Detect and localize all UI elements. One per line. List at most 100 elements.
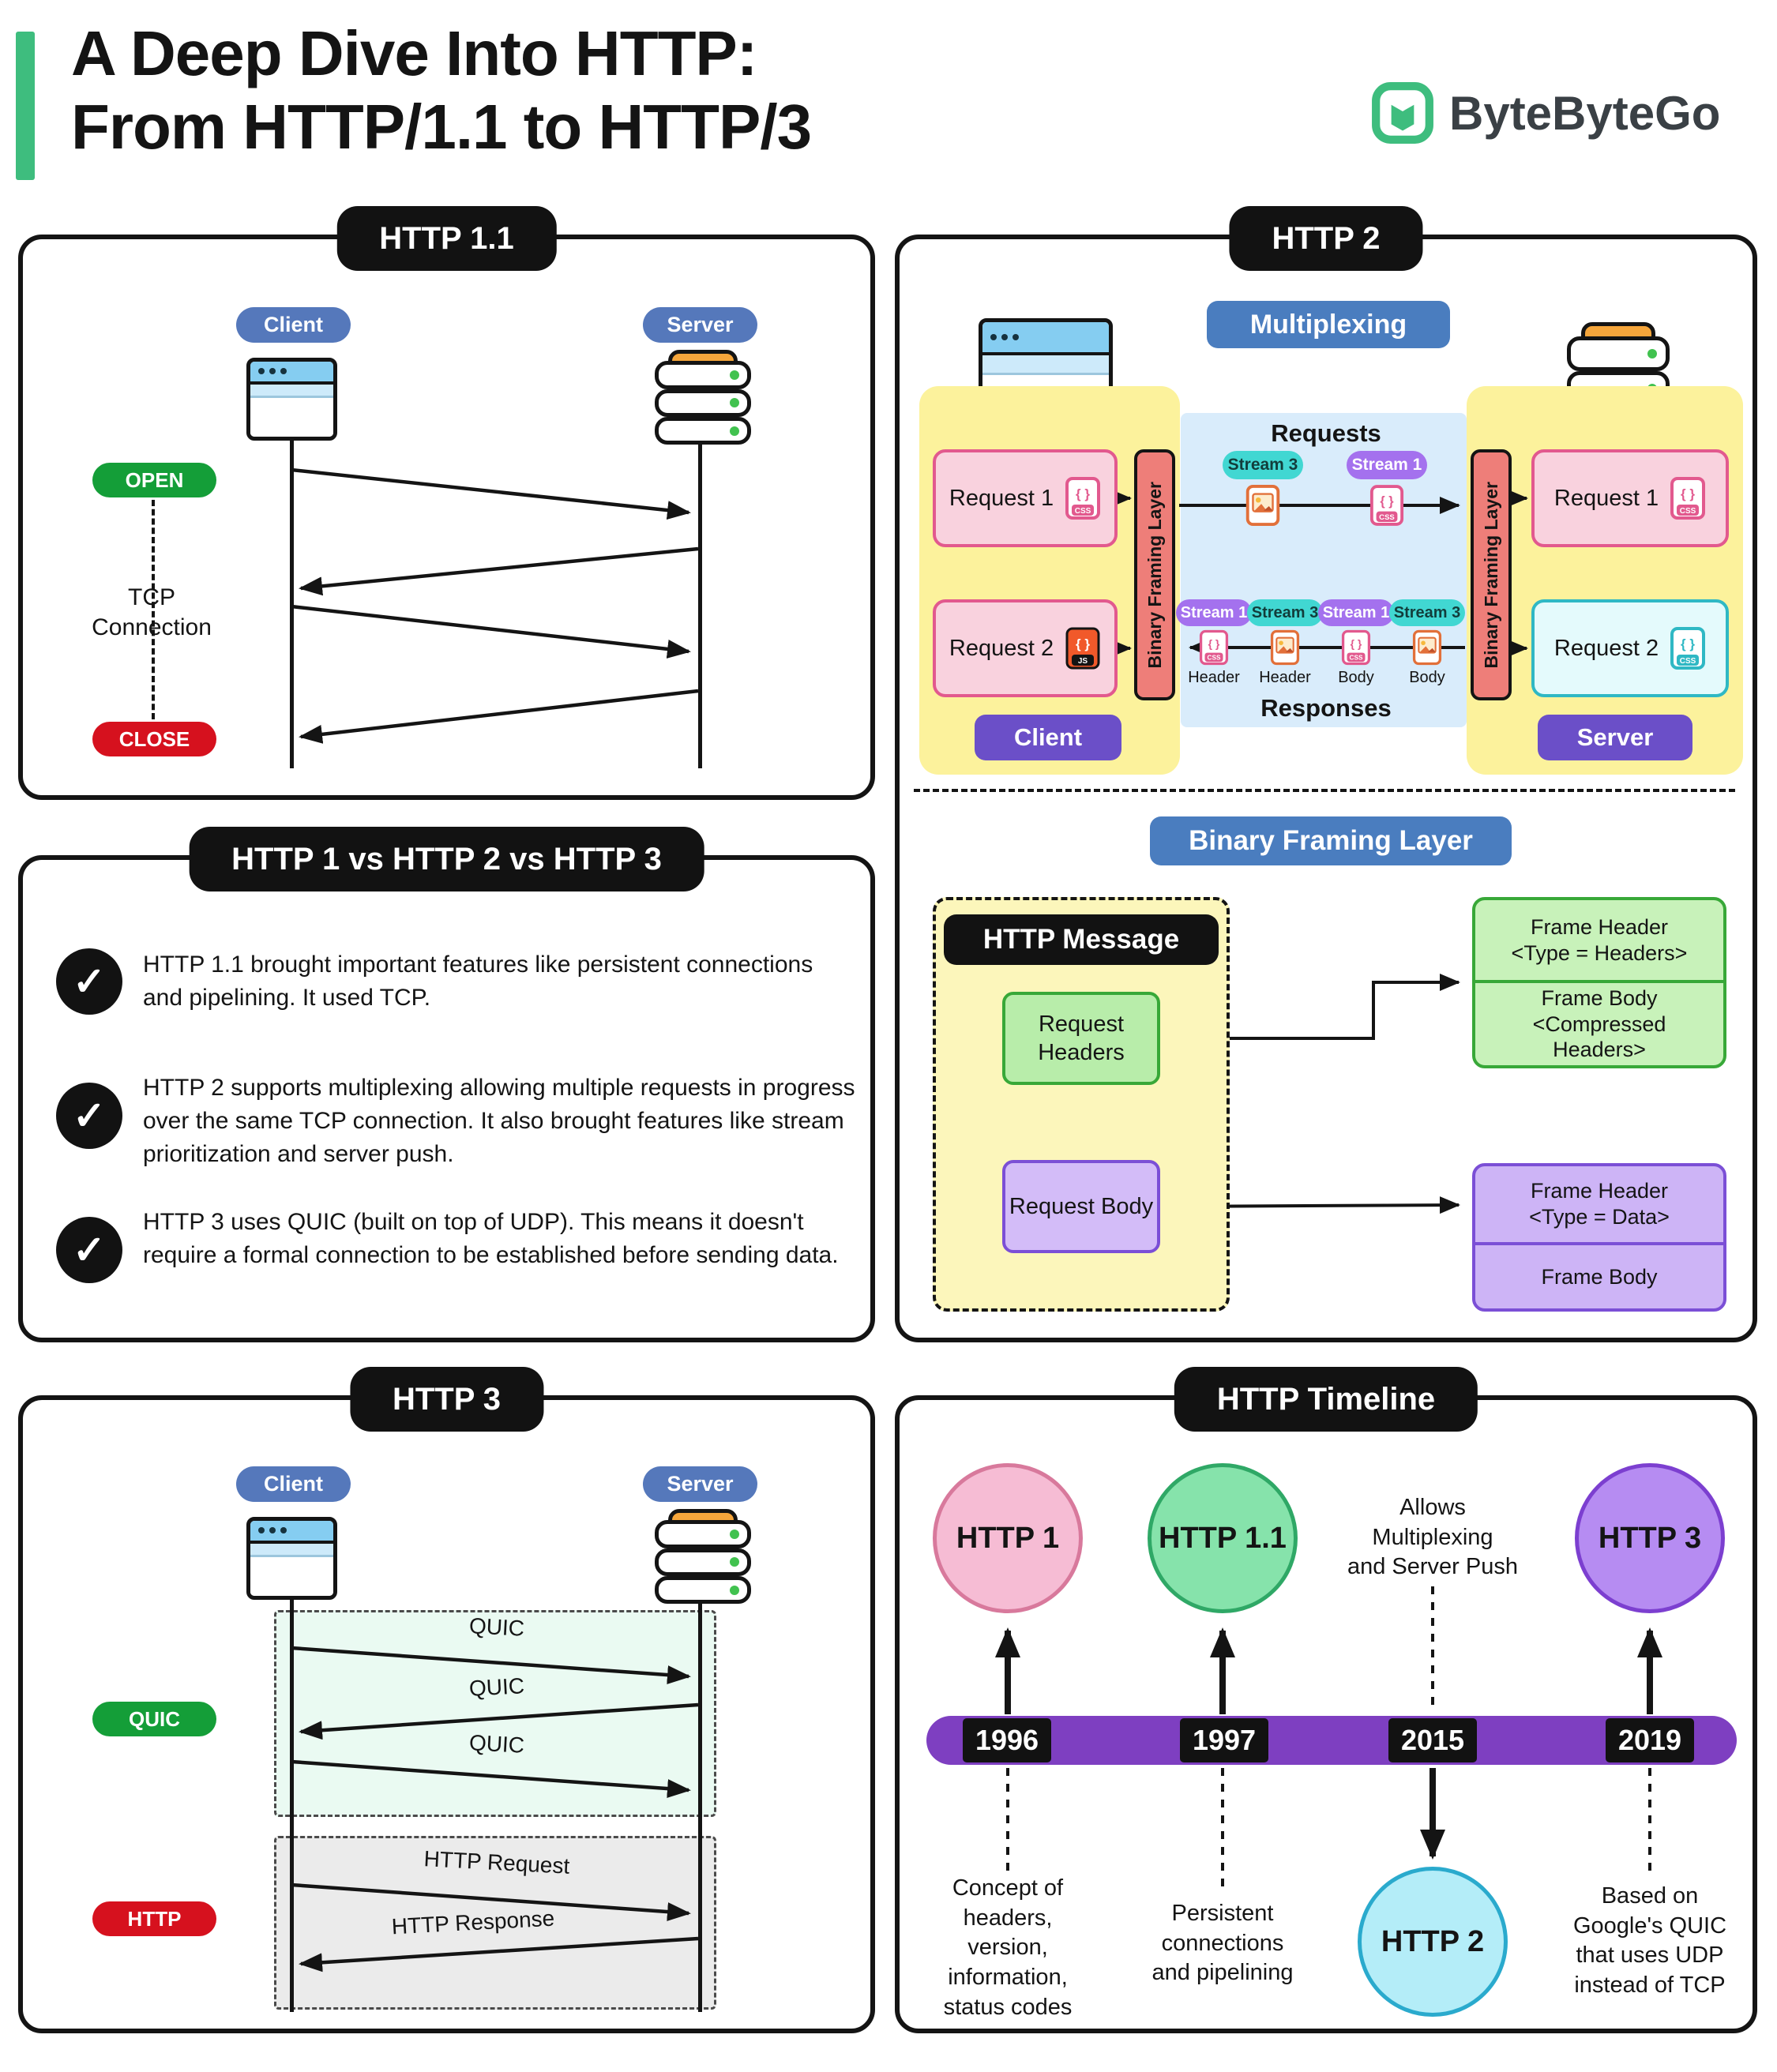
client-label: Client [236,307,351,343]
server-stack-icon [655,1509,751,1605]
check-icon: ✓ [56,1083,122,1149]
stream-pill: Stream 1 [1347,451,1427,479]
check-icon: ✓ [56,948,122,1015]
frame-body-cell: Frame Body [1541,1264,1658,1289]
image-file-icon [1270,629,1300,666]
brand-name: ByteByteGo [1449,86,1721,140]
frame-header-cell: Frame Header <Type = Data> [1475,1166,1723,1245]
client-browser-icon [246,1517,337,1600]
request-label: Request 2 [949,635,1054,661]
year-1997: 1997 [1180,1718,1268,1762]
binary-framing-layer-title: Binary Framing Layer [1150,816,1512,865]
request-label: Request 1 [1553,485,1659,511]
multiplexing-label: Multiplexing [1207,301,1450,348]
frame-header-cell: Frame Header <Type = Headers> [1475,900,1723,983]
panel-http11-title: HTTP 1.1 [336,206,557,271]
svg-text:CSS: CSS [1350,655,1363,662]
panel-http3-title: HTTP 3 [349,1367,544,1432]
client-browser-icon [246,358,337,441]
stream-pill: Stream 1 [1176,599,1252,626]
svg-text:{ }: { } [1681,636,1695,651]
svg-text:{ }: { } [1351,637,1362,650]
server-label: Server [643,1466,757,1502]
stream-part-label: Header [1188,669,1240,686]
svg-text:{ }: { } [1681,486,1695,501]
tcp-connection-label: TCP Connection [92,584,212,640]
quic-region [274,1610,716,1817]
browser-titlebar [250,1521,333,1544]
check-icon: ✓ [56,1217,122,1283]
browser-addressbar [250,1543,333,1557]
server-lifeline [698,1602,702,2012]
bytebytego-icon [1372,82,1433,144]
binary-framing-layer-bar-label: Binary Framing Layer [1480,481,1501,669]
svg-text:CSS: CSS [1075,507,1091,516]
browser-body [250,397,333,437]
node-http11: HTTP 1.1 [1148,1463,1298,1613]
server-disk [1567,336,1670,372]
request-label: Request 2 [1553,635,1659,661]
panel-timeline-title: HTTP Timeline [1174,1367,1478,1432]
server-disk [655,1575,751,1605]
server-request-1: Request 1 { } CSS [1531,449,1729,547]
js-file-icon: { } JS [1065,627,1100,670]
year-1996: 1996 [963,1718,1051,1762]
server-label: Server [643,307,757,343]
page-title: A Deep Dive Into HTTP: From HTTP/1.1 to … [71,18,812,162]
image-file-icon [1245,484,1280,527]
client-lifeline [290,1600,294,2012]
panel-http2: HTTP 2 Multiplexing Requests Responses B… [895,206,1757,1342]
css-file-icon: { } CSS [1670,627,1706,670]
server-label: Server [1538,715,1692,760]
year-2015: 2015 [1388,1718,1477,1762]
quic-badge: QUIC [92,1702,216,1736]
note-1997: Persistent connections and pipelining [1151,1901,1294,1986]
svg-text:JS: JS [1078,657,1088,666]
svg-text:{ }: { } [1076,636,1090,651]
timeline-bar [926,1716,1737,1765]
stream-part-label: Header [1259,669,1311,686]
requests-label: Requests [1271,419,1381,447]
server-request-2: Request 2 { } CSS [1531,599,1729,697]
browser-addressbar [982,355,1109,376]
responses-label: Responses [1260,694,1392,722]
client-lifeline [290,441,294,768]
svg-text:{ }: { } [1380,494,1394,509]
frame-body-cell: Frame Body <Compressed Headers> [1532,985,1666,1062]
request-headers-box: Request Headers [1002,992,1160,1085]
note-2019: Based on Google's QUIC that uses UDP ins… [1572,1883,1727,1999]
browser-addressbar [250,384,333,398]
panel-comparison: HTTP 1 vs HTTP 2 vs HTTP 3 ✓ HTTP 1.1 br… [18,827,875,1342]
headers-frame-box: Frame Header <Type = Headers> Frame Body… [1472,897,1726,1068]
server-disk [655,1520,751,1548]
server-disk [655,388,751,417]
stream-pill: Stream 3 [1247,599,1323,626]
svg-text:{ }: { } [1208,637,1220,650]
binary-framing-layer-bar: Binary Framing Layer [1134,449,1175,700]
client-label: Client [236,1466,351,1502]
browser-titlebar [250,362,333,385]
request-label: Request 1 [949,485,1054,511]
node-http3: HTTP 3 [1575,1463,1725,1613]
panel-http2-title: HTTP 2 [1229,206,1423,271]
svg-text:{ }: { } [1076,486,1090,501]
panel-http3: HTTP 3 Client Server QUIC HTTP QUIC QUIC… [18,1367,875,2033]
http-badge: HTTP [92,1901,216,1936]
tcp-connection-dash [152,500,155,719]
close-badge: CLOSE [92,722,216,756]
stream-pill: Stream 3 [1223,451,1303,479]
svg-text:CSS: CSS [1680,657,1696,666]
panel-timeline: HTTP Timeline 1996 1997 2015 2019 HTTP 1… [895,1367,1757,2033]
client-label: Client [975,715,1121,760]
panel-http11: HTTP 1.1 Client Server OPEN TCP Connecti… [18,206,875,800]
binary-framing-layer-bar: Binary Framing Layer [1471,449,1512,700]
css-file-icon: { } CSS [1065,477,1101,520]
css-file-icon: { } CSS [1369,485,1404,526]
http-message-label: HTTP Message [944,914,1219,965]
svg-text:CSS: CSS [1680,507,1696,516]
server-stack-icon [655,350,751,445]
bullet-http11: HTTP 1.1 brought important features like… [143,952,813,1011]
image-file-icon [1412,629,1442,666]
browser-titlebar [982,322,1109,355]
client-request-1: Request 1 { } CSS [933,449,1118,547]
